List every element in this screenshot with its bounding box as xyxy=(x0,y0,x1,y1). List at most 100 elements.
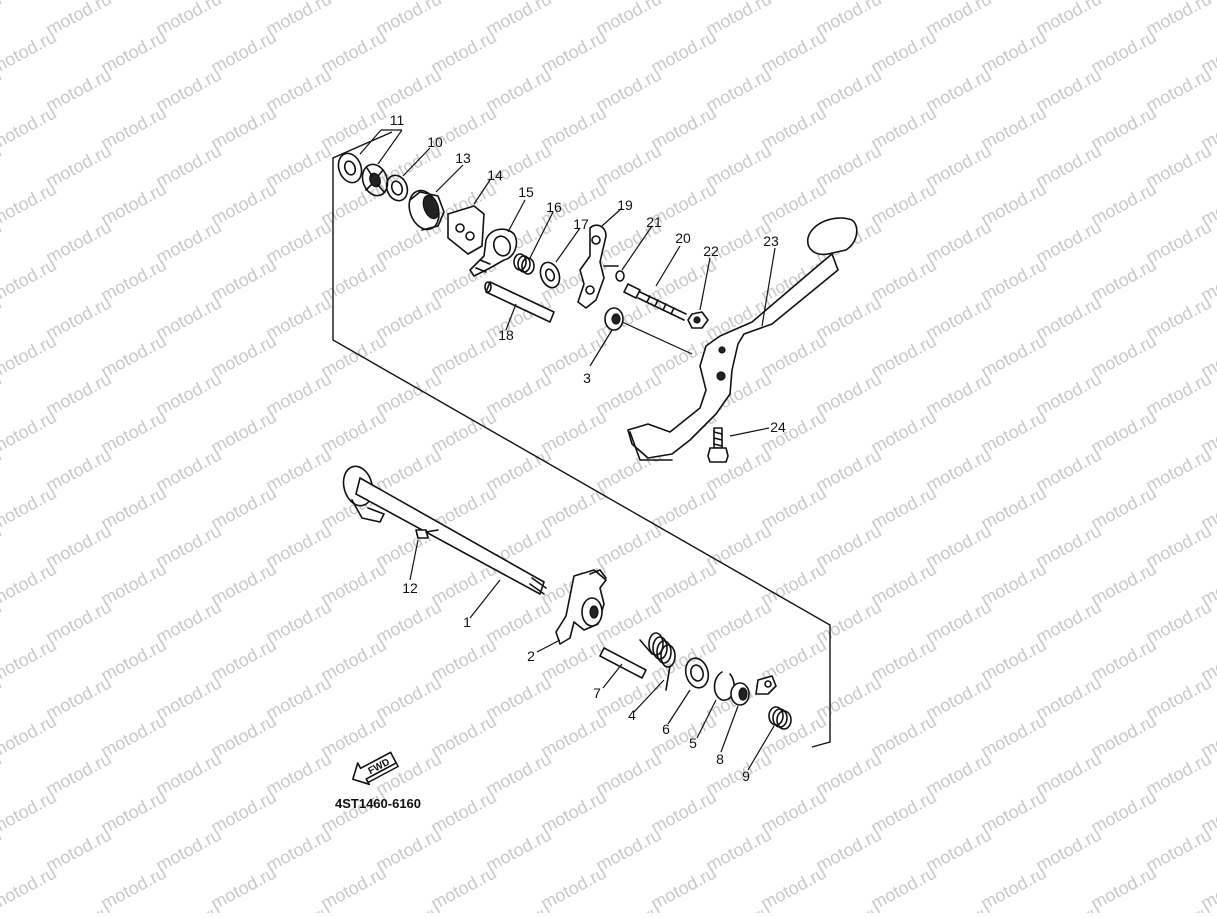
watermark-text: motod.ru xyxy=(922,749,994,800)
watermark-text: motod.ru xyxy=(0,407,60,458)
watermark-text: motod.ru xyxy=(702,141,774,192)
watermark-text: motod.ru xyxy=(1032,445,1104,496)
watermark-text: motod.ru xyxy=(427,331,499,382)
watermark-text: motod.ru xyxy=(317,559,389,610)
part-15-shift-lever xyxy=(469,228,518,277)
callout-22: 22 xyxy=(703,243,719,259)
watermark-text: motod.ru xyxy=(42,445,114,496)
watermark-text: motod.ru xyxy=(262,445,334,496)
watermark-text: motod.ru xyxy=(207,27,279,78)
callout-21: 21 xyxy=(646,214,662,230)
callout-16: 16 xyxy=(546,199,562,215)
watermark-text: motod.ru xyxy=(42,369,114,420)
callout-labels: 11 10 13 14 15 16 17 19 21 20 22 23 18 3… xyxy=(390,112,786,784)
watermark-text: motod.ru xyxy=(427,787,499,838)
watermark-text: motod.ru xyxy=(922,293,994,344)
watermark-text: motod.ru xyxy=(262,901,334,913)
watermark-text: motod.ru xyxy=(262,673,334,724)
watermark-text: motod.ru xyxy=(482,749,554,800)
part-1-shift-shaft xyxy=(342,465,547,595)
watermark-text: motod.ru xyxy=(977,103,1049,154)
watermark-text: motod.ru xyxy=(977,559,1049,610)
watermark-text: motod.ru xyxy=(372,293,444,344)
watermark-text: motod.ru xyxy=(372,65,444,116)
watermark-text: motod.ru xyxy=(207,103,279,154)
watermark-text: motod.ru xyxy=(262,369,334,420)
watermark-text: motod.ru xyxy=(977,635,1049,686)
watermark-text: motod.ru xyxy=(427,863,499,913)
callout-12: 12 xyxy=(402,580,418,596)
watermark-text: motod.ru xyxy=(207,863,279,913)
watermark-text: motod.ru xyxy=(537,863,609,913)
part-23-shift-pedal xyxy=(627,217,858,461)
watermark-text: motod.ru xyxy=(867,863,939,913)
watermark-text: motod.ru xyxy=(427,27,499,78)
watermark-text: motod.ru xyxy=(977,787,1049,838)
watermark-text: motod.ru xyxy=(152,597,224,648)
watermark-text: motod.ru xyxy=(262,217,334,268)
watermark-text: motod.ru xyxy=(1087,787,1159,838)
watermark-text: motod.ru xyxy=(537,407,609,458)
watermark-text: motod.ru xyxy=(702,65,774,116)
watermark-text: motod.ru xyxy=(977,483,1049,534)
watermark-text: motod.ru xyxy=(317,255,389,306)
watermark-text: motod.ru xyxy=(1032,673,1104,724)
watermark-text: motod.ru xyxy=(152,749,224,800)
watermark-text: motod.ru xyxy=(97,331,169,382)
watermark-text: motod.ru xyxy=(1087,27,1159,78)
callout-11: 11 xyxy=(390,112,405,128)
watermark-text: motod.ru xyxy=(812,65,884,116)
watermark-text: motod.ru xyxy=(537,331,609,382)
watermark-text: motod.ru xyxy=(42,825,114,876)
watermark-text: motod.ru xyxy=(317,407,389,458)
watermark-text: motod.ru xyxy=(977,407,1049,458)
watermark-text: motod.ru xyxy=(152,445,224,496)
watermark-text: motod.ru xyxy=(262,825,334,876)
watermark-text: motod.ru xyxy=(317,787,389,838)
watermark-text: motod.ru xyxy=(922,369,994,420)
watermark-text: motod.ru xyxy=(537,787,609,838)
callout-18: 18 xyxy=(498,327,514,343)
watermark-text: motod.ru xyxy=(482,65,554,116)
watermark-text: motod.ru xyxy=(977,27,1049,78)
shaft-axis-line xyxy=(621,321,693,355)
leader-lines xyxy=(359,129,776,771)
part-3-oil-seal xyxy=(604,307,624,331)
watermark-text: motod.ru xyxy=(922,901,994,913)
watermark-text: motod.ru xyxy=(812,597,884,648)
watermark-text: motod.ru xyxy=(207,331,279,382)
watermark-text: motod.ru xyxy=(1087,635,1159,686)
watermark-text: motod.ru xyxy=(647,711,719,762)
watermark-text: motod.ru xyxy=(537,635,609,686)
watermark-text: motod.ru xyxy=(1032,293,1104,344)
part-8-stopper-lever xyxy=(730,675,777,706)
watermark-text: motod.ru xyxy=(1087,103,1159,154)
watermark-text: motod.ru xyxy=(1142,597,1214,648)
part-12-clip xyxy=(415,529,439,539)
watermark-text: motod.ru xyxy=(0,103,60,154)
watermark-text: motod.ru xyxy=(592,141,664,192)
part-18-shaft xyxy=(484,281,555,323)
watermark-text: motod.ru xyxy=(482,597,554,648)
watermark-text: motod.ru xyxy=(867,255,939,306)
watermark-text: motod.ru xyxy=(262,749,334,800)
watermark-text: motod.ru xyxy=(97,27,169,78)
watermark-text: motod.ru xyxy=(922,65,994,116)
watermark-text: motod.ru xyxy=(647,559,719,610)
watermark-text: motod.ru xyxy=(372,597,444,648)
watermark-text: motod.ru xyxy=(317,635,389,686)
part-14-plate xyxy=(447,205,485,255)
callout-4: 4 xyxy=(628,707,636,723)
watermark-text: motod.ru xyxy=(152,825,224,876)
callout-19: 19 xyxy=(617,197,633,213)
callout-3: 3 xyxy=(583,370,591,386)
watermark-text: motod.ru xyxy=(1142,293,1214,344)
watermark-text: motod.ru xyxy=(592,369,664,420)
part-21-o-ring xyxy=(615,270,625,282)
watermark-text: motod.ru xyxy=(262,293,334,344)
watermark-text: motod.ru xyxy=(427,711,499,762)
watermark-text: motod.ru xyxy=(262,65,334,116)
watermark-text: motod.ru xyxy=(1142,141,1214,192)
watermark-text: motod.ru xyxy=(1142,369,1214,420)
watermark-text: motod.ru xyxy=(812,749,884,800)
